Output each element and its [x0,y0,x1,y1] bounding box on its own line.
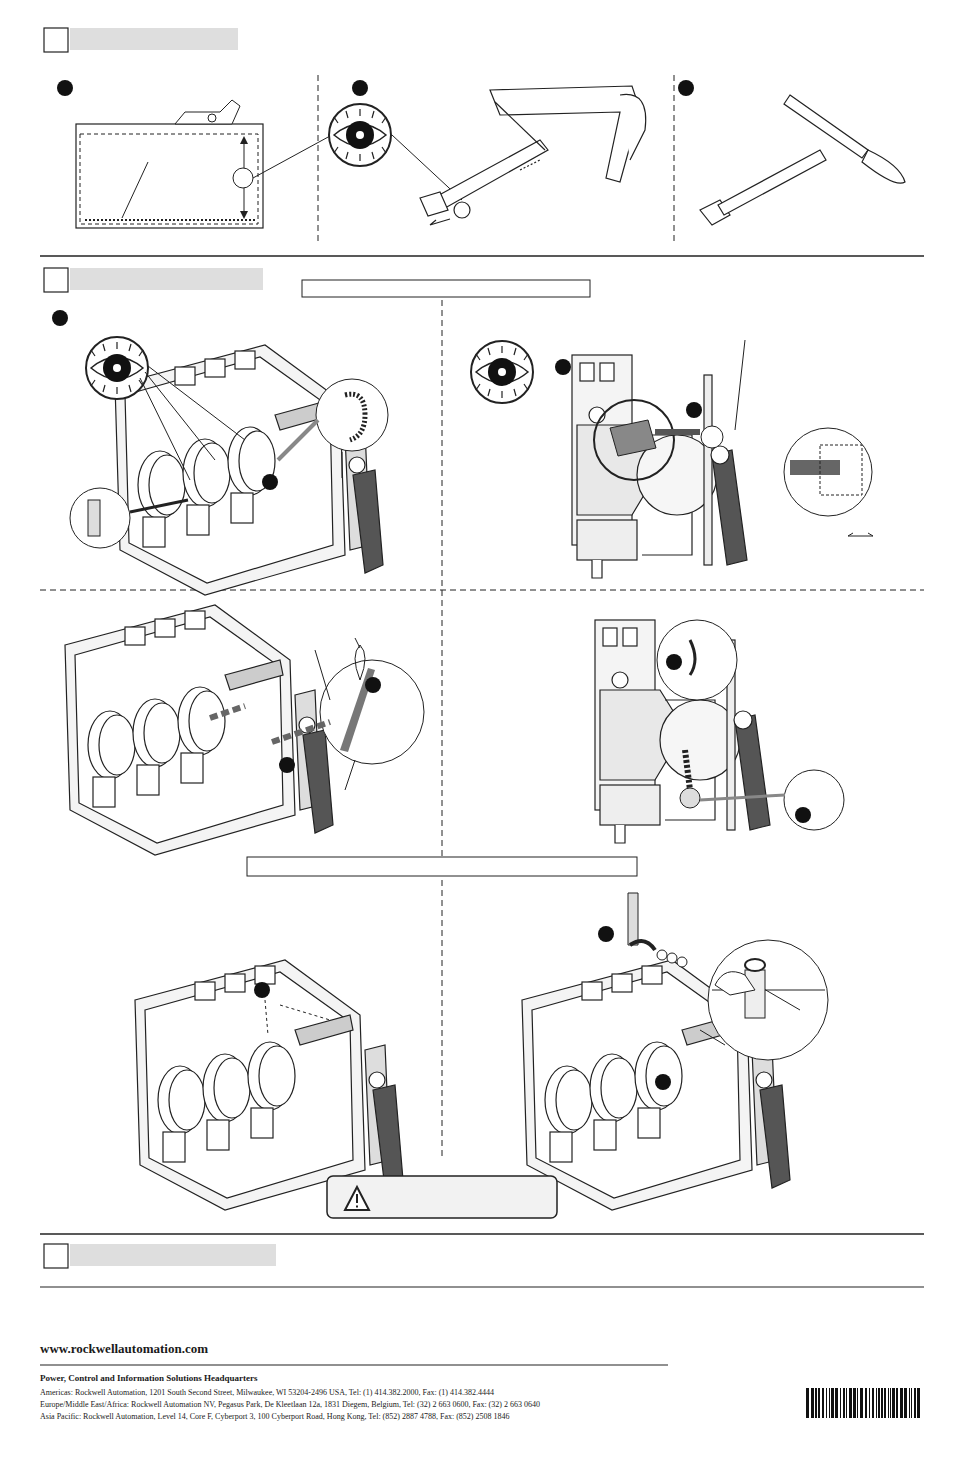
website-url: www.rockwellautomation.com [40,1341,208,1357]
barcode-bar [815,1388,817,1418]
barcode-bar [869,1388,870,1418]
barcode-bar [857,1388,858,1418]
barcode-bar [884,1388,886,1418]
address-line: Americas: Rockwell Automation, 1201 Sout… [40,1388,494,1397]
barcode-bar [811,1388,814,1418]
address-line: Europe/Middle East/Africa: Rockwell Auto… [40,1400,540,1409]
barcode-bar [849,1388,852,1418]
barcode [806,1388,920,1418]
barcode-bar [881,1388,883,1418]
barcode-bar [846,1388,847,1418]
barcode-bar [878,1388,880,1418]
barcode-bar [872,1388,874,1418]
barcode-bar [914,1388,916,1418]
barcode-bar [904,1388,907,1418]
barcode-bar [876,1388,877,1418]
barcode-bar [826,1388,827,1418]
barcode-bar [853,1388,856,1418]
headquarters-heading: Power, Control and Information Solutions… [40,1373,258,1383]
barcode-bar [831,1388,834,1418]
barcode-bar [892,1388,895,1418]
barcode-bar [896,1388,898,1418]
barcode-bar [840,1388,841,1418]
barcode-bar [911,1388,912,1418]
barcode-bar [917,1388,920,1418]
barcode-bar [835,1388,838,1418]
barcode-bar [890,1388,891,1418]
barcode-bar [818,1388,820,1418]
barcode-bar [860,1388,863,1418]
barcode-bar [900,1388,903,1418]
barcode-bar [822,1388,824,1418]
address-line: Asia Pacific: Rockwell Automation, Level… [40,1412,509,1421]
barcode-bar [843,1388,845,1418]
barcode-bar [806,1388,809,1418]
barcode-bar [888,1388,889,1418]
barcode-bar [829,1388,830,1418]
barcode-bar [909,1388,910,1418]
barcode-bar [865,1388,867,1418]
